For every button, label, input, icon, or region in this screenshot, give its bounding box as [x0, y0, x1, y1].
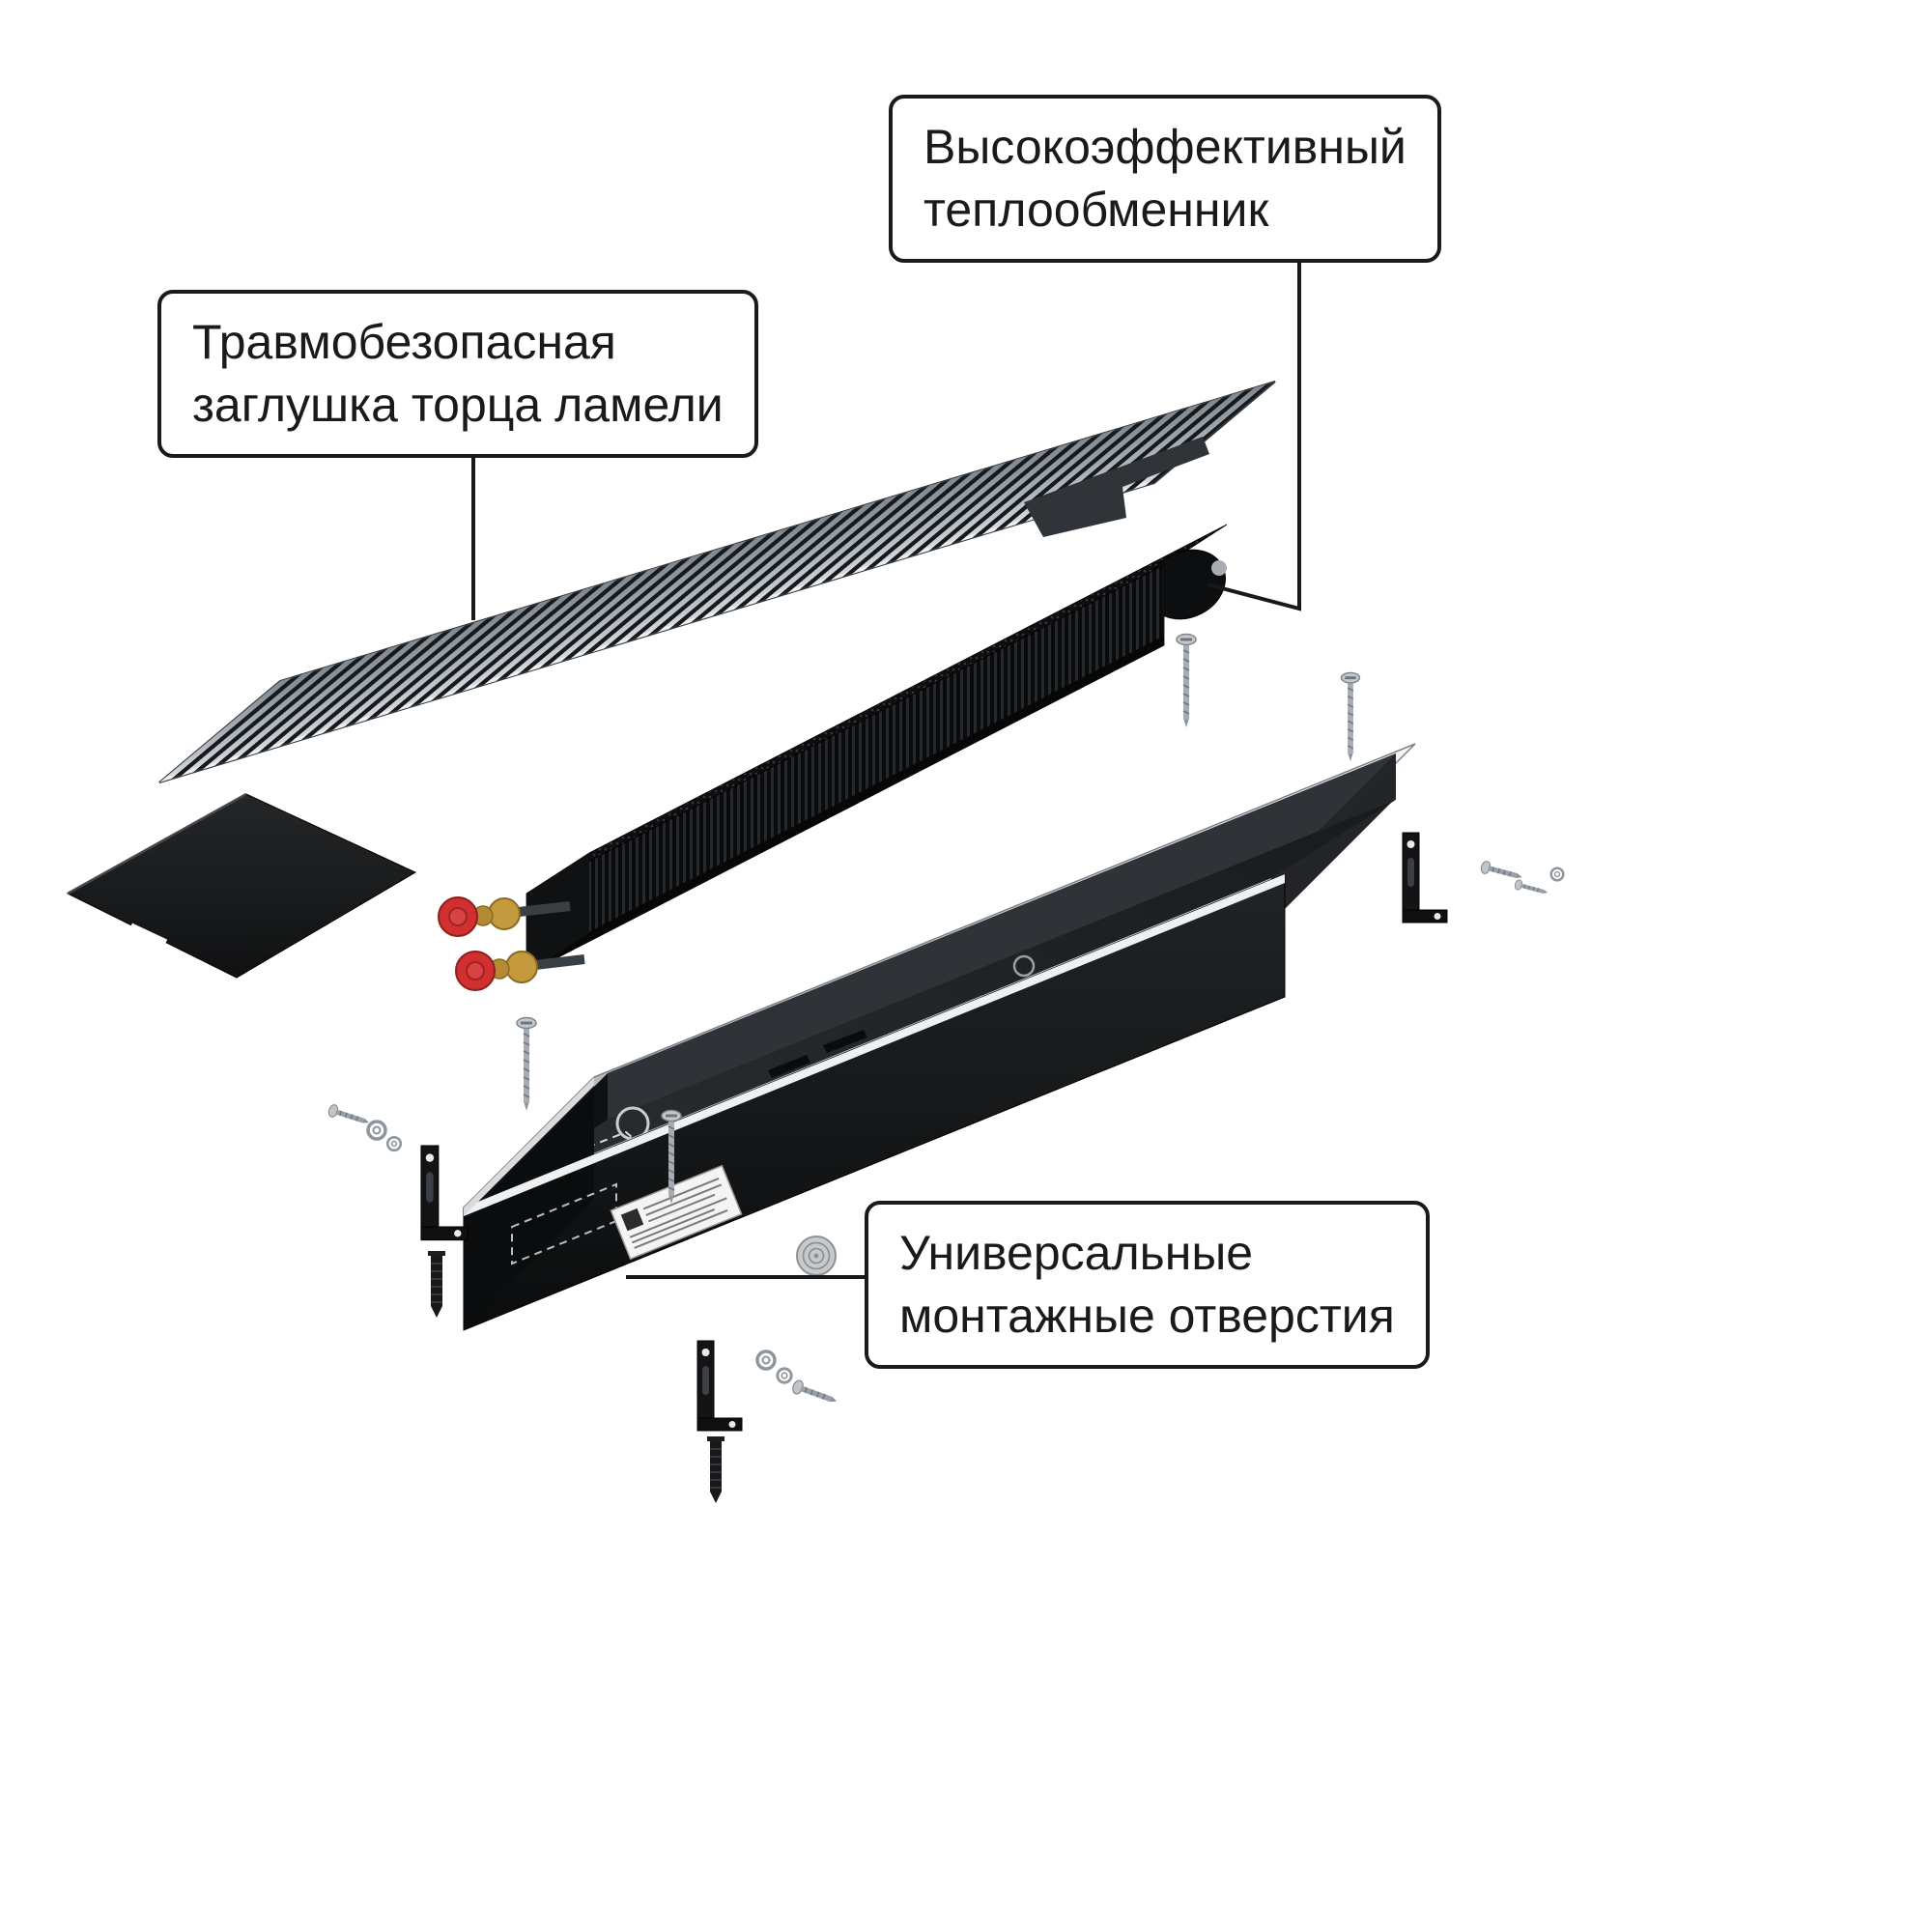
dowel-anchor [706, 1435, 725, 1504]
end-cap-notch [122, 923, 168, 961]
bracket-screw [1479, 859, 1525, 885]
wall-bracket [420, 1145, 469, 1241]
washer [385, 1135, 403, 1152]
grille-end-rail [1024, 437, 1209, 537]
box-far-inner-wall [608, 753, 1396, 1120]
callout-mounting-holes: Универсальные монтажные отверстия [865, 1201, 1430, 1369]
leader-heat-exchanger [1207, 249, 1301, 611]
washer [366, 1120, 387, 1141]
washer [1549, 867, 1565, 882]
floor-knockout-hole [1012, 954, 1036, 978]
dowel-anchor [427, 1250, 446, 1319]
exchanger-bottom-strip [526, 636, 1164, 974]
exchanger-connections [438, 896, 585, 991]
mounting-screw [1176, 633, 1197, 728]
bracket-screw [327, 1102, 372, 1129]
brass-union-nut [505, 951, 538, 983]
mounting-screw [516, 1016, 537, 1112]
box-floor [483, 800, 1396, 1198]
callout-heat-exchanger: Высокоэффективный теплообменник [889, 95, 1441, 263]
exchanger-end-nub [1211, 560, 1227, 576]
callout-heat-exchanger-line2: теплообменник [923, 183, 1269, 237]
callout-heat-exchanger-line1: Высокоэффективный [923, 120, 1406, 174]
callout-lamella-end-cap-line1: Травмобезопасная [192, 315, 616, 369]
callout-lamella-end-cap: Травмобезопасная заглушка торца ламели [157, 290, 758, 458]
washer [776, 1367, 793, 1384]
rim-left-lip [464, 1077, 594, 1216]
heat-exchanger [438, 524, 1228, 991]
roller-grille [158, 381, 1276, 783]
bracket-screw [1513, 878, 1550, 898]
exchanger-left-end [526, 853, 589, 974]
box-left-end-wall [464, 1077, 594, 1330]
callout-mounting-holes-line2: монтажные отверстия [899, 1289, 1395, 1343]
corrugated-knockout-plug [796, 1236, 837, 1276]
callout-mounting-holes-line1: Универсальные [899, 1226, 1254, 1280]
washer [755, 1350, 777, 1371]
grille-slats [159, 382, 1275, 782]
lamella-end-cap-plate [66, 792, 417, 979]
floor-bracket-slot [823, 1030, 867, 1053]
bracket-screw [790, 1378, 840, 1409]
floor-bracket-slot [768, 1055, 810, 1078]
wall-bracket [696, 1340, 743, 1432]
end-cap-edge-highlight [67, 792, 247, 895]
brass-union-nut [488, 897, 521, 930]
mounting-screw [1340, 671, 1361, 762]
wall-bracket [1402, 832, 1448, 923]
callout-lamella-end-cap-line2: заглушка торца ламели [192, 378, 724, 432]
end-cap-face [66, 793, 417, 979]
spec-label [610, 1164, 743, 1261]
